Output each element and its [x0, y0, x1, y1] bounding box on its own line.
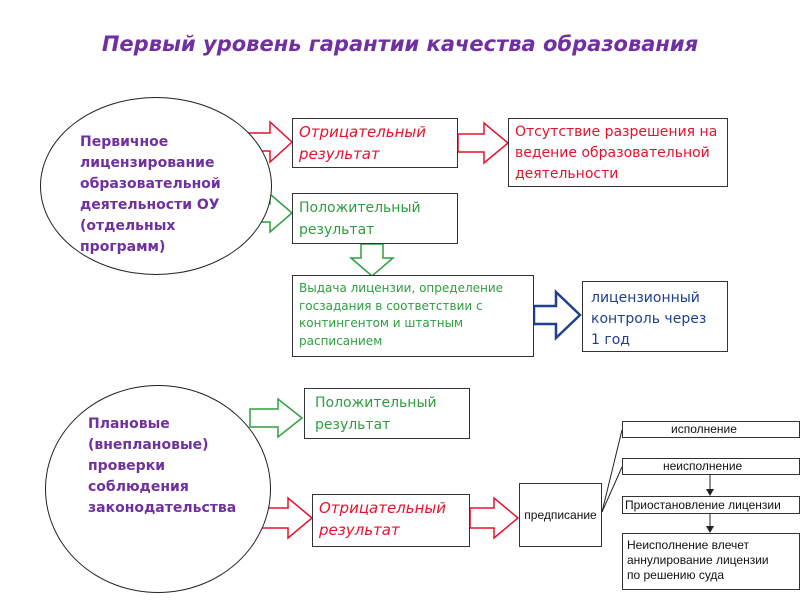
non-execution-box: неисполнение	[622, 458, 800, 475]
positive-result-box: Положительный результат	[292, 193, 458, 244]
arrow-checks-to-negative	[261, 496, 314, 540]
branch-to-execution	[601, 429, 623, 513]
diagram-title: Первый уровень гарантии качества образов…	[101, 32, 699, 56]
arrow-positive-to-license	[348, 243, 396, 277]
arrow-negative-to-no-permission	[457, 121, 510, 165]
license-control-box: лицензионный контроль через 1 год	[582, 281, 728, 352]
execution-box: исполнение	[622, 421, 800, 438]
arrow-license-to-control	[532, 289, 582, 341]
arrow-negative-to-prescription	[469, 496, 520, 540]
suspension-box: Приостановление лицензии	[622, 496, 800, 514]
checks-ellipse-text: Плановые (внеплановые) проверки соблюден…	[88, 416, 237, 516]
licensing-ellipse-text: Первичное лицензирование образовательной…	[80, 134, 221, 255]
no-permission-box: Отсутствие разрешения на ведение образов…	[508, 118, 728, 187]
arrow-checks-to-positive	[249, 397, 304, 439]
branch-to-non-execution	[601, 466, 623, 513]
checks-negative-box: Отрицательный результат	[312, 494, 470, 547]
checks-positive-box: Положительный результат	[304, 388, 470, 439]
license-issue-box: Выдача лицензии, определение госзадания …	[292, 275, 534, 357]
licensing-ellipse	[40, 97, 272, 275]
prescription-box: предписание	[519, 483, 602, 547]
checks-ellipse	[45, 385, 271, 593]
annulment-box: Неисполнение влечет аннулирование лиценз…	[622, 533, 800, 590]
negative-result-box: Отрицательный результат	[292, 118, 458, 168]
